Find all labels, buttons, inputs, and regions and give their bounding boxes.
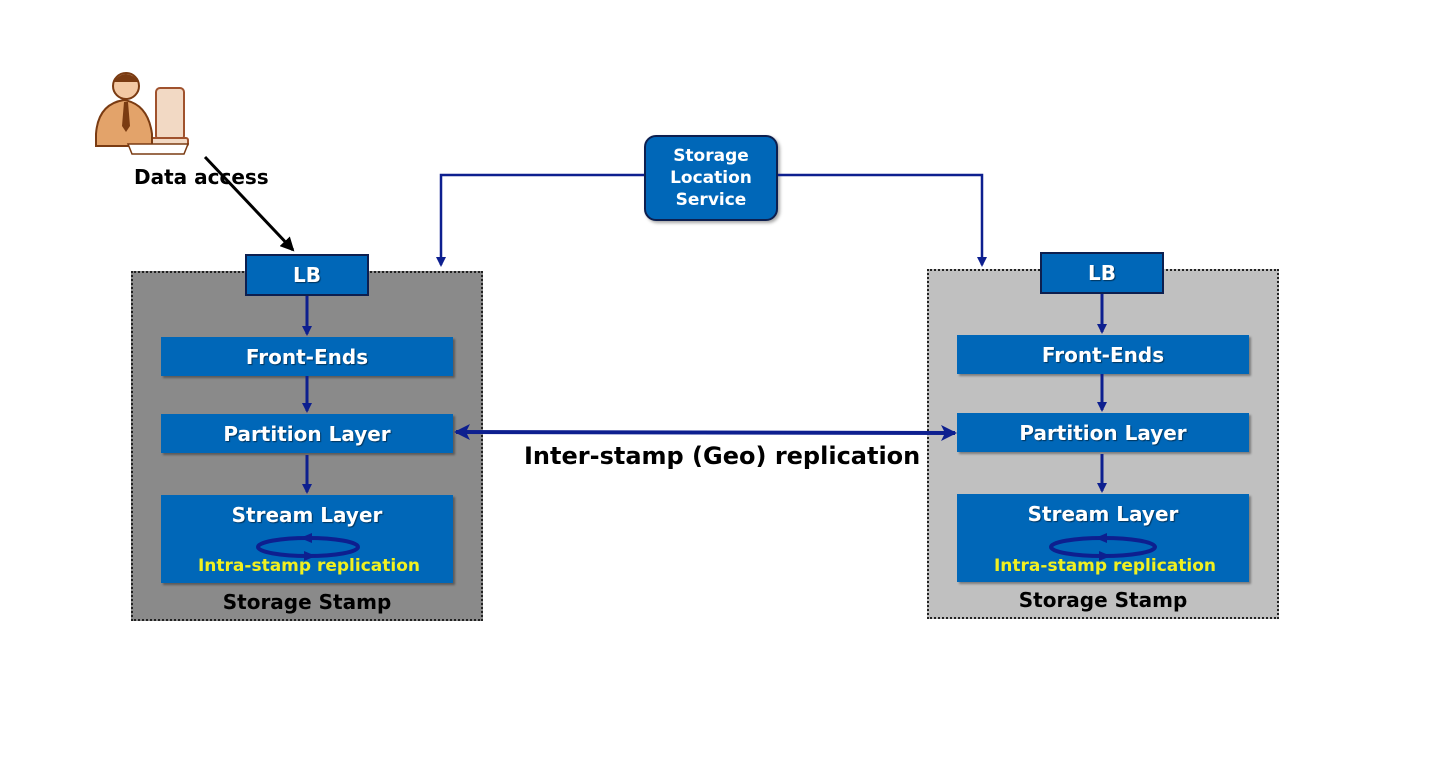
storage-location-service-box: Storage Location Service xyxy=(644,135,778,221)
sls-line-1: Storage xyxy=(673,146,749,166)
sls-line-3: Service xyxy=(675,190,747,210)
lb-box-left: LB xyxy=(245,254,369,296)
intra-replication-cycle-icon-right xyxy=(1049,533,1157,561)
front-ends-right: Front-Ends xyxy=(957,335,1249,374)
data-access-arrow xyxy=(203,155,295,252)
intra-replication-label-right: Intra-stamp replication xyxy=(993,556,1216,576)
partition-layer-left: Partition Layer xyxy=(161,414,453,453)
sls-line-2: Location xyxy=(670,168,752,188)
front-ends-left: Front-Ends xyxy=(161,337,453,376)
geo-replication-arrow xyxy=(454,424,957,441)
sls-to-left-stamp-arrow xyxy=(436,173,644,267)
stream-layer-left: Stream Layer xyxy=(161,495,453,583)
partition-layer-right: Partition Layer xyxy=(957,413,1249,452)
geo-replication-label: Inter-stamp (Geo) replication xyxy=(524,442,921,470)
intra-replication-label-left: Intra-stamp replication xyxy=(197,556,420,576)
sls-to-right-stamp-arrow xyxy=(778,173,987,267)
intra-replication-cycle-icon-left xyxy=(256,533,360,561)
user-at-computer-icon xyxy=(95,72,190,155)
storage-stamp-label-right: Storage Stamp xyxy=(1018,588,1188,612)
data-access-label: Data access xyxy=(134,165,269,189)
lb-box-right: LB xyxy=(1040,252,1164,294)
stream-layer-right: Stream Layer xyxy=(957,494,1249,582)
storage-stamp-label-left: Storage Stamp xyxy=(222,590,392,614)
